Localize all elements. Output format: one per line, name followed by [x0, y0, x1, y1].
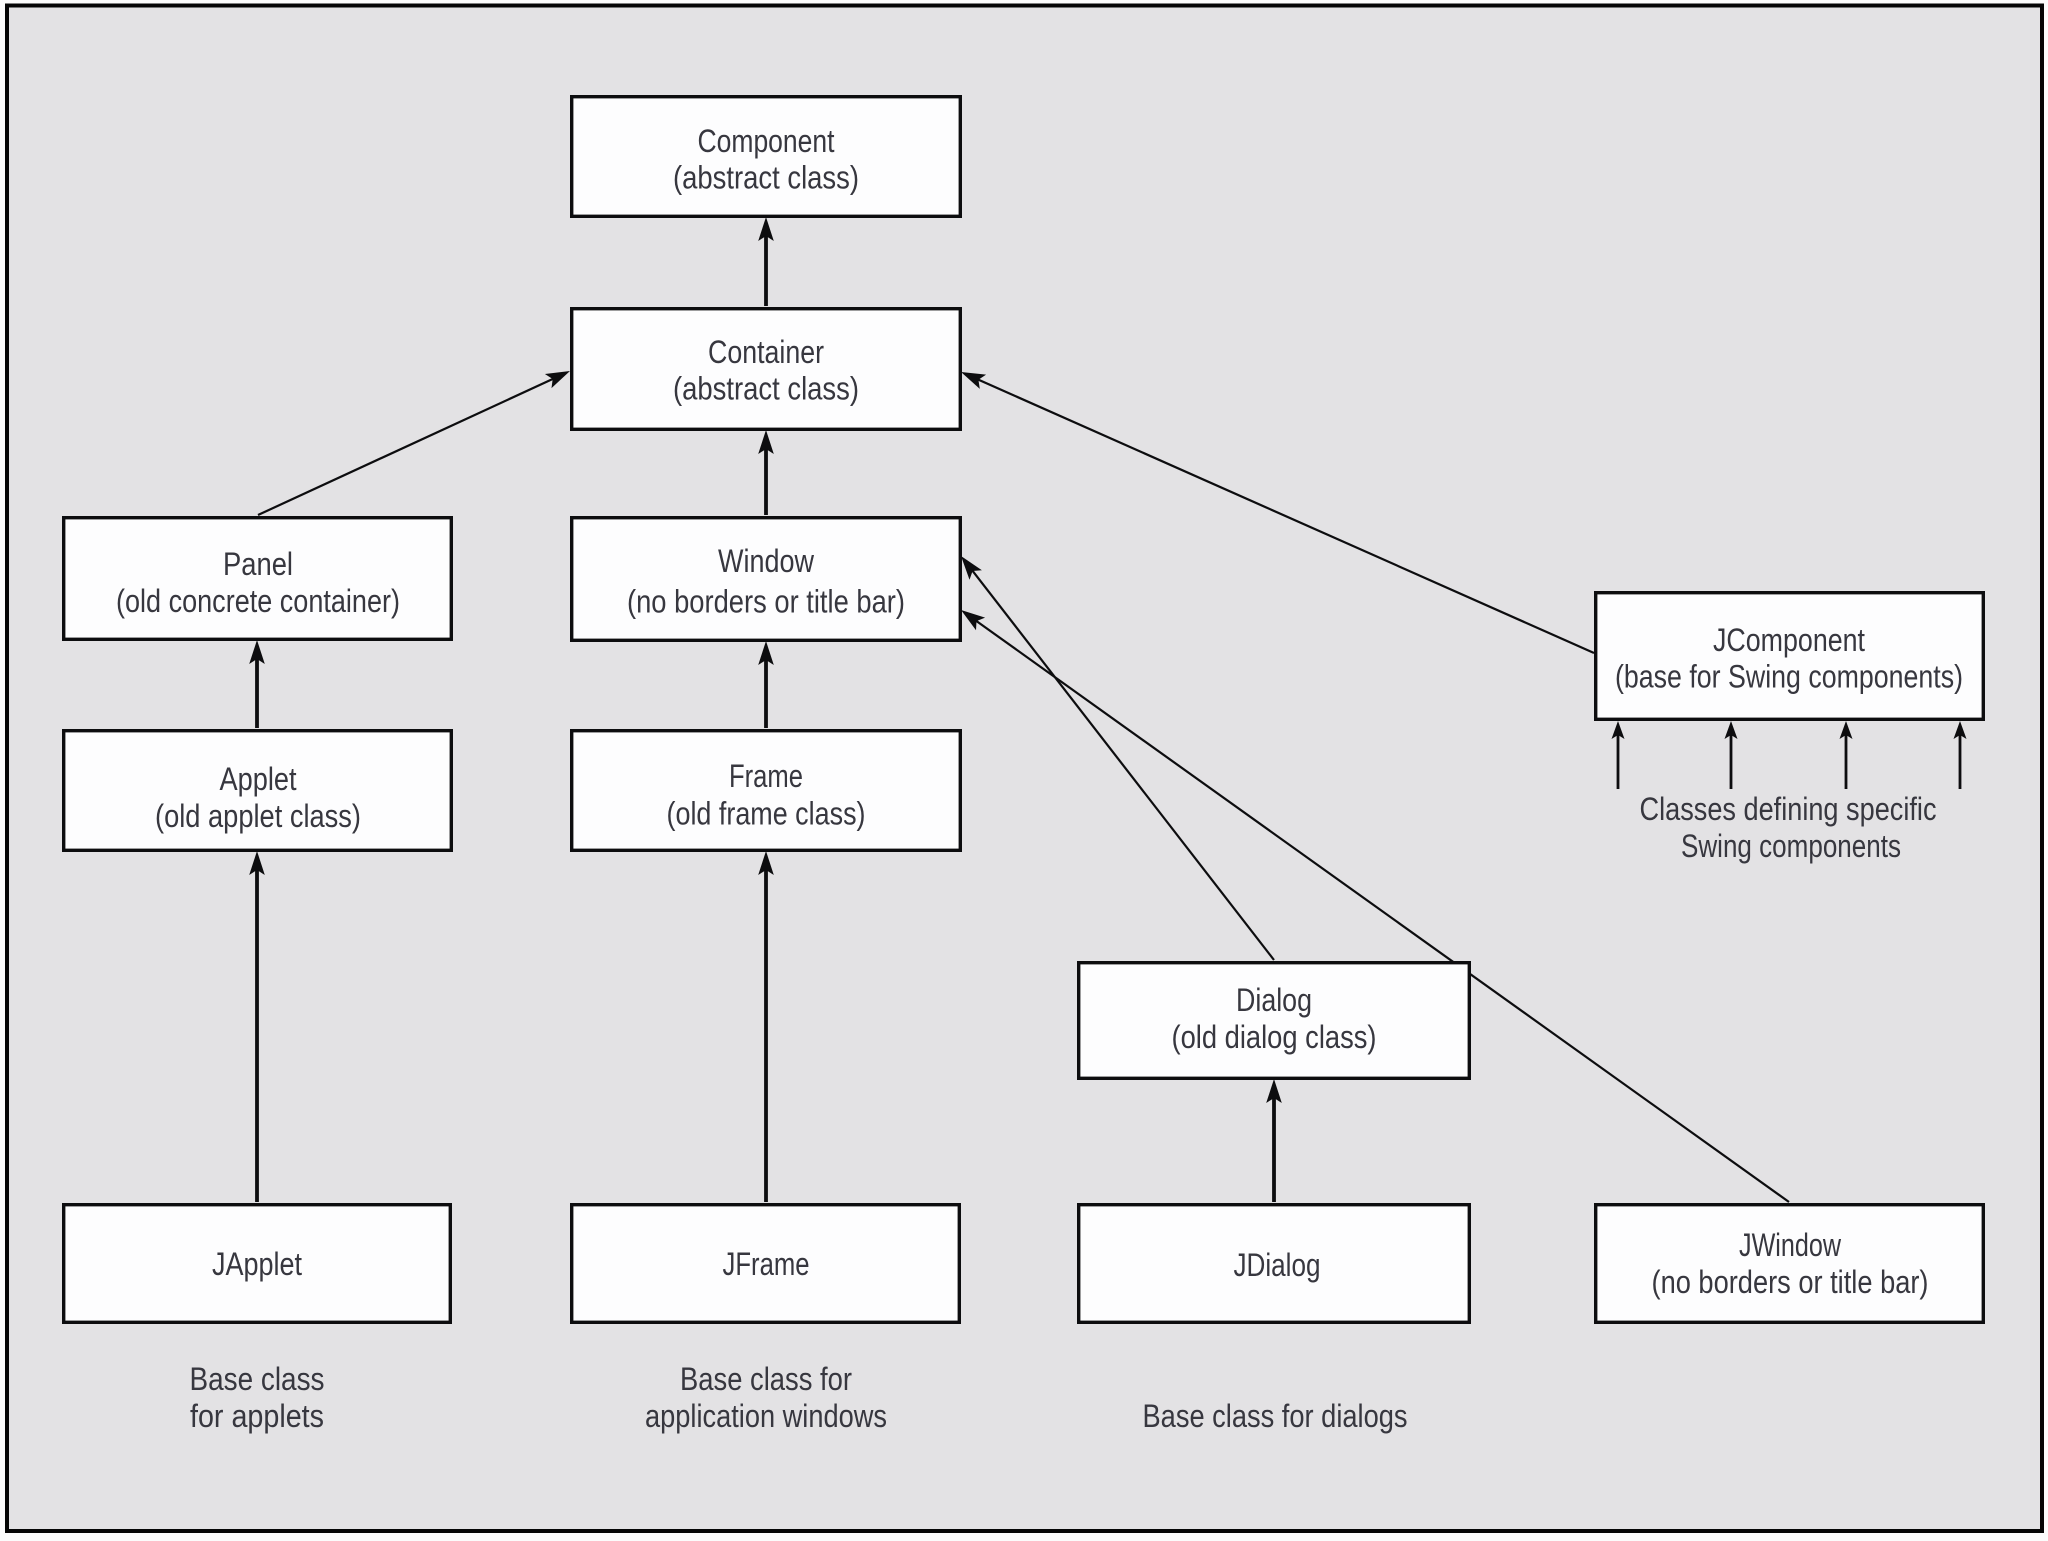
svg-text:Classes defining specific: Classes defining specific: [1640, 791, 1937, 827]
svg-text:Base class for dialogs: Base class for dialogs: [1143, 1398, 1408, 1434]
svg-text:JFrame: JFrame: [723, 1246, 810, 1282]
svg-text:(base for Swing components): (base for Swing components): [1615, 659, 1963, 695]
svg-text:Applet: Applet: [220, 761, 297, 797]
svg-text:Component: Component: [698, 123, 835, 159]
svg-text:Base class for: Base class for: [680, 1361, 852, 1397]
svg-text:Dialog: Dialog: [1236, 982, 1312, 1018]
svg-text:(old concrete container): (old concrete container): [116, 583, 400, 619]
svg-text:(old frame class): (old frame class): [667, 796, 866, 832]
svg-text:JWindow: JWindow: [1739, 1227, 1842, 1263]
svg-text:(no borders or title bar): (no borders or title bar): [1652, 1264, 1929, 1300]
svg-text:application windows: application windows: [645, 1398, 887, 1434]
svg-text:Panel: Panel: [223, 546, 293, 582]
svg-text:(old dialog class): (old dialog class): [1172, 1019, 1377, 1055]
svg-text:(abstract class): (abstract class): [673, 371, 859, 407]
svg-text:Swing components: Swing components: [1681, 828, 1901, 864]
svg-text:(abstract class): (abstract class): [673, 160, 859, 196]
svg-text:(no borders or title bar): (no borders or title bar): [627, 584, 905, 620]
svg-text:JApplet: JApplet: [212, 1246, 302, 1282]
svg-text:Base class: Base class: [190, 1361, 325, 1397]
svg-text:Frame: Frame: [729, 758, 803, 794]
svg-text:Window: Window: [718, 543, 815, 579]
svg-text:for applets: for applets: [190, 1398, 324, 1434]
svg-text:Container: Container: [708, 334, 824, 370]
svg-text:JComponent: JComponent: [1713, 622, 1865, 658]
svg-text:(old applet class): (old applet class): [155, 798, 361, 834]
svg-text:JDialog: JDialog: [1234, 1247, 1321, 1283]
